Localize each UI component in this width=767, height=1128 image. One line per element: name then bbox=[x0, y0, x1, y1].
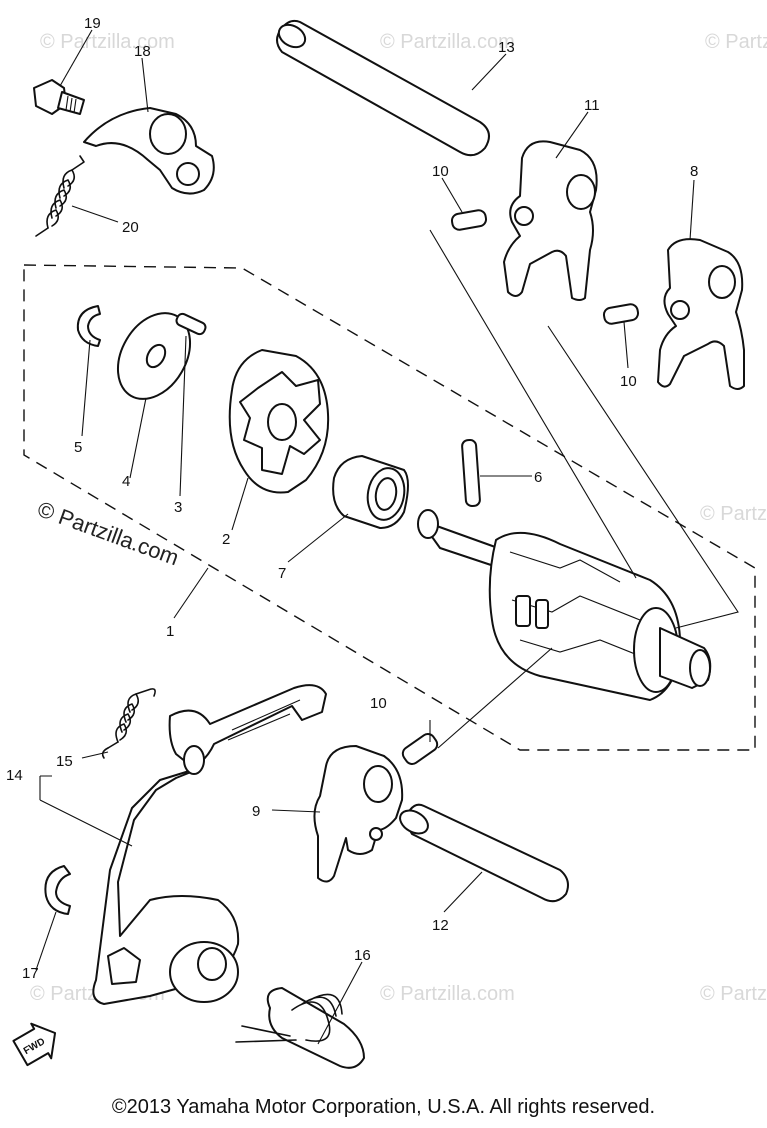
copyright-notice: ©2013 Yamaha Motor Corporation, U.S.A. A… bbox=[111, 1096, 656, 1118]
callout-8: 8 bbox=[690, 163, 698, 180]
callout-4: 4 bbox=[122, 473, 130, 490]
bearing-7 bbox=[332, 455, 409, 529]
callout-5: 5 bbox=[74, 439, 82, 456]
spring-20 bbox=[35, 155, 85, 237]
callout-7: 7 bbox=[278, 565, 286, 582]
callout-16: 16 bbox=[354, 947, 371, 964]
shift-arm-14 bbox=[92, 684, 327, 1005]
watermark-faint: © Partzilla.com bbox=[700, 503, 767, 525]
callout-20: 20 bbox=[122, 219, 139, 236]
shift-cam-drum bbox=[417, 509, 712, 701]
faint-watermarks: © Partzilla.com © Partzilla.com © Partzi… bbox=[30, 31, 767, 1005]
circlip-5 bbox=[76, 305, 101, 347]
spring-15 bbox=[101, 688, 156, 759]
callout-17: 17 bbox=[22, 965, 39, 982]
callouts: 19 18 20 13 11 10 8 10 5 4 3 6 2 7 1 10 … bbox=[6, 15, 698, 982]
pin-10-lower bbox=[401, 733, 439, 765]
callout-18: 18 bbox=[134, 43, 151, 60]
shift-fork-9 bbox=[313, 745, 404, 883]
bolt-19 bbox=[33, 79, 85, 115]
watermark-faint: © Partzilla.com bbox=[705, 31, 767, 53]
circlip-17 bbox=[44, 865, 71, 915]
stopper-arm-18 bbox=[83, 107, 215, 195]
callout-3: 3 bbox=[174, 499, 182, 516]
pin-10-right bbox=[602, 303, 640, 325]
callout-9: 9 bbox=[252, 803, 260, 820]
callout-2: 2 bbox=[222, 531, 230, 548]
shift-fork-11 bbox=[503, 140, 598, 301]
pin-10-upper bbox=[450, 209, 488, 231]
callout-13: 13 bbox=[498, 39, 515, 56]
callout-14: 14 bbox=[6, 767, 23, 784]
callout-12: 12 bbox=[432, 917, 449, 934]
shaft-13 bbox=[276, 19, 490, 157]
leader-lines bbox=[35, 29, 739, 1045]
watermark-main: © Partzilla.com bbox=[34, 496, 182, 570]
fwd-arrow: FWD bbox=[12, 1022, 57, 1067]
shift-fork-8 bbox=[657, 238, 745, 390]
callout-1: 1 bbox=[166, 623, 174, 640]
callout-11: 11 bbox=[584, 97, 600, 114]
segment-2 bbox=[228, 349, 330, 494]
assembly-boundary bbox=[23, 264, 756, 751]
watermark-faint: © Partzilla.com bbox=[380, 983, 515, 1005]
callout-19: 19 bbox=[84, 15, 101, 32]
callout-10-lower: 10 bbox=[370, 695, 387, 712]
callout-15: 15 bbox=[56, 753, 73, 770]
watermark-faint: © Partzilla.com bbox=[700, 983, 767, 1005]
washer-4 bbox=[116, 312, 192, 400]
shaft-12 bbox=[399, 803, 569, 903]
watermark-faint: © Partzilla.com bbox=[40, 31, 175, 53]
pin-6 bbox=[461, 438, 481, 508]
watermark-faint: © Partzilla.com bbox=[380, 31, 515, 53]
spring-16 bbox=[235, 987, 365, 1069]
dowel-pin-3 bbox=[175, 312, 207, 336]
callout-6: 6 bbox=[534, 469, 542, 486]
callout-10-right: 10 bbox=[620, 373, 637, 390]
callout-10-upper: 10 bbox=[432, 163, 449, 180]
